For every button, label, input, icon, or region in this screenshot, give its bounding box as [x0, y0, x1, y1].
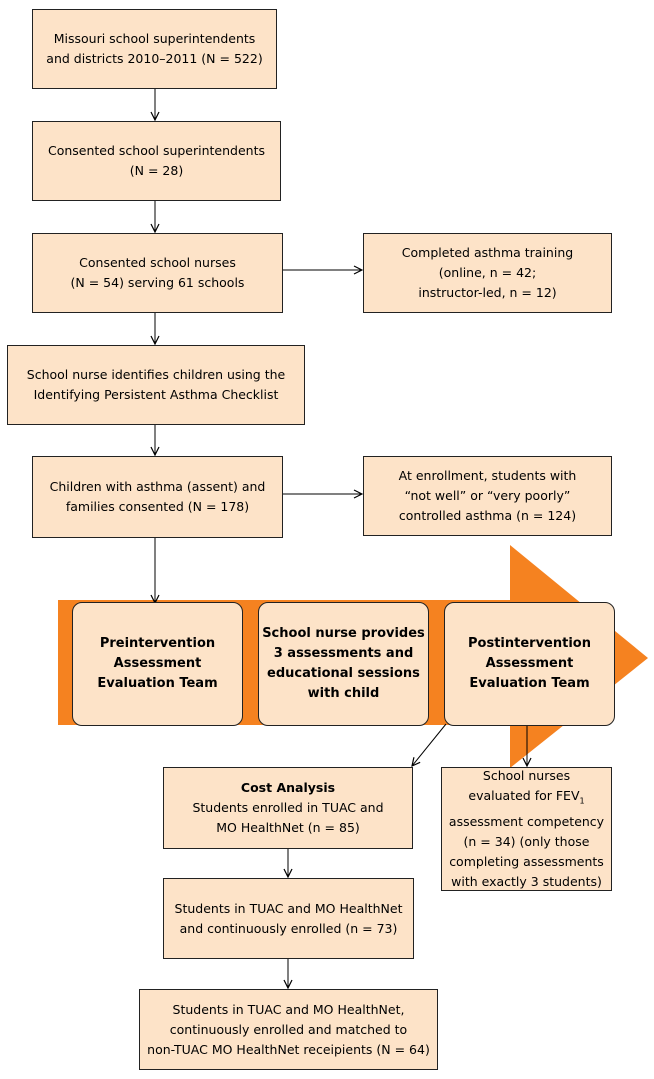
phase-nurse-sessions-line4: with child — [307, 686, 380, 701]
box-superintendents: Missouri school superintendents and dist… — [32, 9, 277, 89]
fev-subscript: 1 — [579, 796, 585, 806]
box-consented-superintendents: Consented school superintendents (N = 28… — [32, 121, 281, 201]
phase-preintervention-line2: Assessment — [113, 656, 202, 671]
phase-nurse-sessions-line3: educational sessions — [267, 666, 420, 681]
phase-postintervention-line2: Assessment — [485, 656, 574, 671]
fev-label: evaluated for FEV — [468, 788, 580, 804]
matched-recipients-line1: Students in TUAC and MO HealthNet, — [172, 1001, 405, 1017]
box-asthma-training-line3: instructor-led, n = 12) — [418, 285, 557, 300]
matched-recipients-line3: non-TUAC MO HealthNet receipients (N = 6… — [147, 1041, 430, 1057]
cost-analysis-heading: Cost Analysis — [240, 780, 336, 795]
box-asthma-training: Completed asthma training (online, n = 4… — [363, 233, 612, 313]
matched-recipients-line2: continuously enrolled and matched to — [169, 1021, 408, 1037]
box-superintendents-line1: Missouri school superintendents — [53, 31, 256, 46]
phase-preintervention: Preintervention Assessment Evaluation Te… — [72, 602, 243, 726]
continuously-enrolled-line2: and continuously enrolled (n = 73) — [179, 920, 398, 936]
phase-postintervention: Postintervention Assessment Evaluation T… — [444, 602, 615, 726]
phase-nurse-sessions: School nurse provides 3 assessments and … — [258, 602, 429, 726]
box-asthma-training-line1: Completed asthma training — [401, 245, 574, 260]
nurses-evaluated-line4: (n = 34) (only those — [463, 833, 590, 849]
box-enrollment-controlled: At enrollment, students with “not well” … — [363, 456, 612, 536]
box-consented-superintendents-line1: Consented school superintendents — [47, 143, 266, 158]
box-children-consented: Children with asthma (assent) and famili… — [32, 456, 283, 538]
nurses-evaluated-line5: completing assessments — [449, 853, 604, 869]
box-cost-analysis: Cost Analysis Students enrolled in TUAC … — [163, 767, 413, 849]
box-children-consented-line2: families consented (N = 178) — [65, 499, 250, 514]
box-enrollment-controlled-line2: “not well” or “very poorly” — [404, 488, 571, 503]
box-superintendents-line2: and districts 2010–2011 (N = 522) — [46, 51, 263, 66]
box-children-consented-line1: Children with asthma (assent) and — [49, 479, 266, 494]
box-continuously-enrolled: Students in TUAC and MO HealthNet and co… — [163, 878, 414, 959]
continuously-enrolled-line1: Students in TUAC and MO HealthNet — [174, 900, 403, 916]
phase-nurse-sessions-line2: 3 assessments and — [273, 646, 414, 661]
box-enrollment-controlled-line3: controlled asthma (n = 124) — [398, 508, 577, 523]
connector-post-cost — [412, 723, 447, 766]
phase-postintervention-line3: Evaluation Team — [469, 676, 590, 691]
nurses-evaluated-line2: evaluated for FEV1 — [468, 786, 584, 812]
phase-postintervention-line1: Postintervention — [468, 636, 591, 651]
nurses-evaluated-line1: School nurses — [482, 768, 571, 784]
box-matched-recipients: Students in TUAC and MO HealthNet, conti… — [139, 989, 438, 1070]
phase-nurse-sessions-line1: School nurse provides — [262, 626, 425, 641]
cost-analysis-line2: MO HealthNet (n = 85) — [216, 820, 360, 835]
phase-preintervention-line3: Evaluation Team — [97, 676, 218, 691]
box-nurses-evaluated: School nurses evaluated for FEV1 assessm… — [441, 767, 612, 891]
box-consented-nurses: Consented school nurses (N = 54) serving… — [32, 233, 283, 313]
box-consented-superintendents-line2: (N = 28) — [129, 163, 184, 178]
nurses-evaluated-line6: with exactly 3 students) — [451, 873, 602, 889]
box-enrollment-controlled-line1: At enrollment, students with — [398, 468, 577, 483]
box-nurse-identifies: School nurse identifies children using t… — [7, 345, 305, 425]
box-consented-nurses-line1: Consented school nurses — [79, 255, 236, 270]
box-consented-nurses-line2: (N = 54) serving 61 schools — [70, 275, 245, 290]
box-asthma-training-line2: (online, n = 42; — [438, 265, 537, 280]
box-nurse-identifies-line2: Identifying Persistent Asthma Checklist — [33, 387, 279, 402]
nurses-evaluated-line3: assessment competency — [448, 813, 605, 829]
cost-analysis-line1: Students enrolled in TUAC and — [192, 800, 384, 815]
phase-preintervention-line1: Preintervention — [99, 636, 216, 651]
box-nurse-identifies-line1: School nurse identifies children using t… — [26, 367, 286, 382]
